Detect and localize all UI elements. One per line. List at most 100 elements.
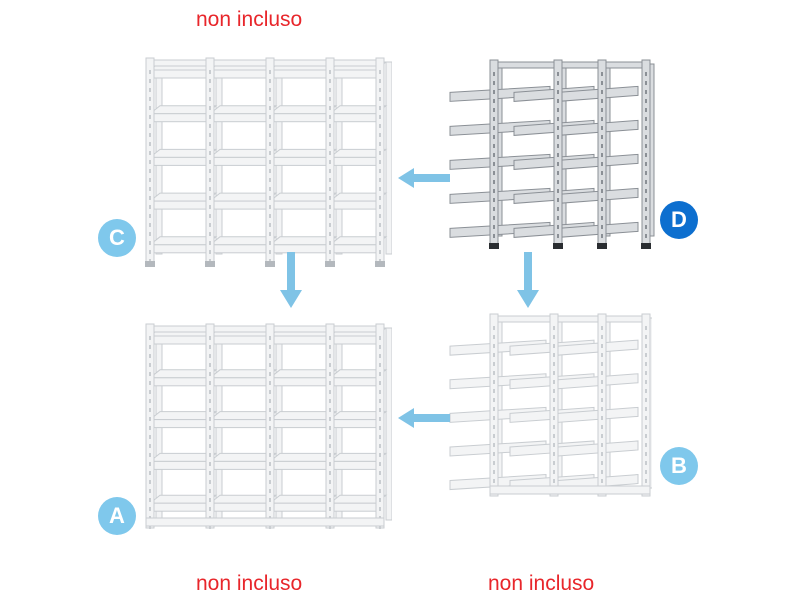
shelf-post-hole: [557, 135, 559, 139]
shelf-post-hole: [379, 444, 381, 448]
shelf-post-hole: [557, 171, 559, 175]
shelf-post-hole: [601, 416, 603, 420]
shelf-post-hole: [493, 443, 495, 447]
shelf-foot: [145, 261, 155, 267]
shelf-post-hole: [269, 196, 271, 200]
arrow-down-icon: [280, 252, 302, 308]
shelf-post-hole: [645, 153, 647, 157]
shelf-post-hole: [553, 326, 555, 330]
shelf-post-hole: [645, 353, 647, 357]
shelf-post-hole: [149, 196, 151, 200]
shelf-post-hole: [329, 471, 331, 475]
shelf-beam: [209, 200, 267, 210]
shelf-post-hole: [329, 160, 331, 164]
shelf-post-hole: [329, 196, 331, 200]
shelf-post-hole: [493, 461, 495, 465]
shelf-post-hole: [149, 381, 151, 385]
shelf-post-hole: [269, 250, 271, 254]
shelf-post-hole: [329, 106, 331, 110]
shelf-post-hole: [379, 462, 381, 466]
shelf-post-hole: [601, 90, 603, 94]
shelf-post-hole: [645, 407, 647, 411]
shelf-beam: [269, 377, 327, 387]
shelf-post-hole: [557, 108, 559, 112]
shelf-post-hole: [601, 99, 603, 103]
shelf-post-hole: [149, 187, 151, 191]
shelf-top-beam: [145, 325, 383, 333]
shelf-post-hole: [329, 363, 331, 367]
shelf-post-hole: [269, 241, 271, 245]
shelf-post-hole: [209, 133, 211, 137]
shelf-post-hole: [329, 336, 331, 340]
shelf-post-hole: [493, 398, 495, 402]
shelf-post-hole: [379, 70, 381, 74]
shelf-post-hole: [209, 142, 211, 146]
shelf-post-hole: [493, 135, 495, 139]
shelf-post-hole: [149, 70, 151, 74]
shelf-beam: [209, 502, 267, 512]
shelf-post-hole: [557, 234, 559, 238]
shelf-post-hole: [553, 380, 555, 384]
shelf-post-hole: [379, 223, 381, 227]
shelf-post-hole: [601, 479, 603, 483]
shelf-post-hole: [149, 214, 151, 218]
shelf-post-hole: [209, 151, 211, 155]
shelf-beam: [209, 156, 267, 166]
shelf-post-hole: [149, 471, 151, 475]
shelf-post-hole: [645, 371, 647, 375]
shelf-post-hole: [493, 126, 495, 130]
shelf-post-hole: [149, 507, 151, 511]
shelf-post-hole: [645, 470, 647, 474]
shelf-post-hole: [645, 443, 647, 447]
shelf-foot: [597, 243, 607, 249]
shelf-foot: [553, 243, 563, 249]
shelf-post-hole: [493, 72, 495, 76]
shelf-post-hole: [149, 151, 151, 155]
shelf-post-hole: [645, 434, 647, 438]
shelf-post-hole: [601, 389, 603, 393]
shelf-post-hole: [379, 453, 381, 457]
shelf-post-hole: [209, 462, 211, 466]
shelf-post-hole: [493, 479, 495, 483]
shelf-post-hole: [149, 250, 151, 254]
shelf-post-hole: [329, 169, 331, 173]
shelf-beam: [329, 460, 377, 470]
shelf-post: [549, 313, 559, 497]
shelf-post-hole: [209, 187, 211, 191]
shelf-post-hole: [601, 180, 603, 184]
shelf-foot: [205, 261, 215, 267]
shelf-post-hole: [601, 335, 603, 339]
shelf-post-hole: [329, 232, 331, 236]
shelf-post-hole: [379, 354, 381, 358]
shelf-post-hole: [645, 234, 647, 238]
shelf-post-hole: [557, 198, 559, 202]
shelf-post-hole: [149, 232, 151, 236]
shelf-post-hole: [209, 196, 211, 200]
shelf-post-hole: [149, 97, 151, 101]
shelf-post-hole: [553, 389, 555, 393]
shelf-post-hole: [269, 435, 271, 439]
shelf-post-hole: [493, 416, 495, 420]
shelf-post-hole: [209, 223, 211, 227]
shelf-post-hole: [149, 106, 151, 110]
shelf-post-hole: [379, 408, 381, 412]
shelf-beam: [149, 113, 207, 123]
shelf-beam: [329, 244, 377, 254]
shelf-post-hole: [149, 417, 151, 421]
shelf-post-hole: [553, 461, 555, 465]
shelf-post-hole: [645, 189, 647, 193]
shelf-post-hole: [645, 207, 647, 211]
shelf-beam: [269, 113, 327, 123]
shelf-post-hole: [149, 363, 151, 367]
shelf-post-hole: [269, 214, 271, 218]
shelf-post-hole: [149, 489, 151, 493]
shelf-post-hole: [209, 79, 211, 83]
shelf-post-hole: [209, 205, 211, 209]
shelf-beam: [269, 69, 327, 79]
arrow-left-icon: [398, 408, 450, 428]
shelf-beam: [329, 502, 377, 512]
shelf-post-hole: [379, 178, 381, 182]
shelf-post-hole: [149, 525, 151, 529]
shelf-post-hole: [209, 399, 211, 403]
shelf-post-hole: [645, 81, 647, 85]
